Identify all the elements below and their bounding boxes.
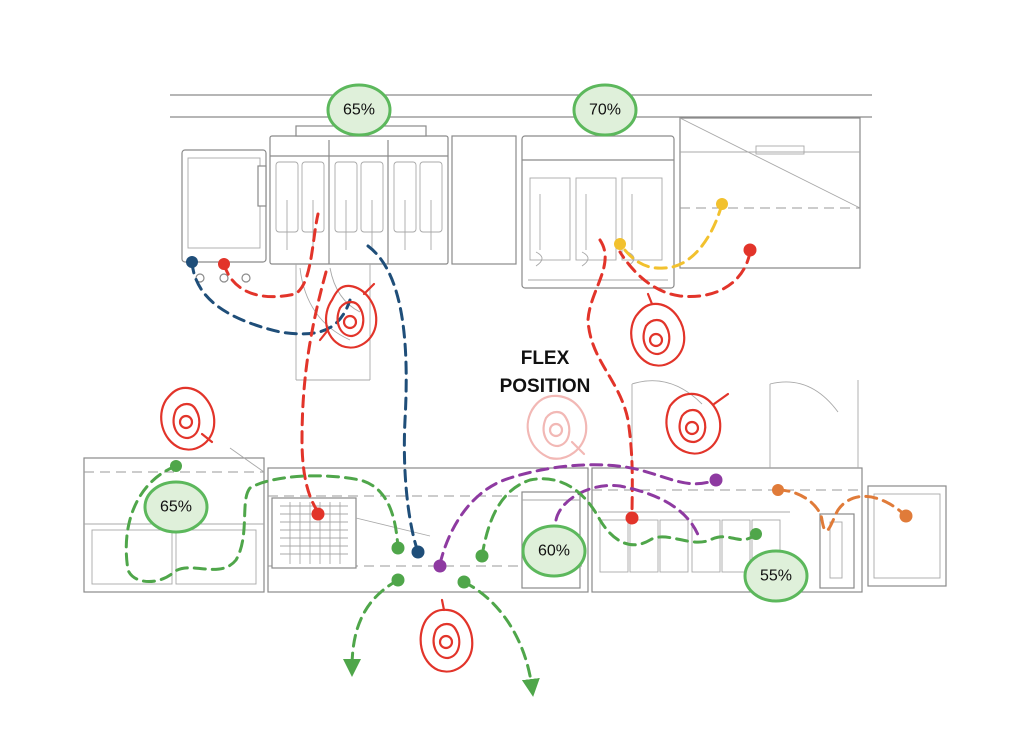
navy-route xyxy=(366,244,420,554)
waypoint-dot-icon xyxy=(311,507,325,521)
green-exit-route xyxy=(343,578,400,677)
capacity-badge: 70% xyxy=(572,83,638,137)
waypoint-dot-icon xyxy=(772,484,784,496)
waypoint-dot-icon xyxy=(709,473,723,487)
green-exit-route xyxy=(462,580,540,697)
hood-unit xyxy=(679,117,861,269)
capacity-value: 65% xyxy=(343,102,375,119)
worker-icon xyxy=(630,292,686,367)
orange-route xyxy=(776,488,908,532)
waypoint-dot-icon xyxy=(411,545,425,559)
capacity-value: 70% xyxy=(589,102,621,119)
worker-icon xyxy=(160,386,216,451)
capacity-badge: 65% xyxy=(143,480,209,534)
waypoint-dot-icon xyxy=(614,238,626,250)
waypoint-dot-icon xyxy=(475,549,489,563)
green-route xyxy=(480,477,758,558)
waypoint-dot-icon xyxy=(899,509,913,523)
red-route xyxy=(222,212,320,299)
flex-worker-icon xyxy=(526,394,588,460)
flex-label-line2: POSITION xyxy=(500,376,591,397)
capacity-value: 55% xyxy=(760,568,792,585)
flex-label-line1: FLEX xyxy=(521,348,570,369)
worker-icon xyxy=(665,392,730,455)
waypoint-dot-icon xyxy=(457,575,471,589)
red-route xyxy=(586,238,634,518)
capacity-value: 65% xyxy=(160,499,192,516)
green-route xyxy=(124,464,400,583)
purple-route xyxy=(438,463,717,566)
waypoint-dot-icon xyxy=(391,573,405,587)
movement-routes xyxy=(124,202,908,697)
capacity-badge: 60% xyxy=(521,524,587,578)
waypoint-dot-icon xyxy=(625,511,639,525)
worker-icon xyxy=(419,598,474,673)
capacity-badges: 65% 70% 65% 60% 55% xyxy=(143,83,809,603)
floor-plan xyxy=(83,94,947,593)
spacer-cabinet xyxy=(451,135,517,265)
waypoint-dot-icon xyxy=(391,541,405,555)
yellow-route xyxy=(618,202,724,270)
navy-route xyxy=(190,260,352,336)
end-cabinet xyxy=(867,485,947,587)
capacity-value: 60% xyxy=(538,543,570,560)
oven-unit xyxy=(521,135,675,289)
fryer-bank xyxy=(269,125,449,381)
freezer-unit xyxy=(181,149,267,283)
waypoint-dot-icon xyxy=(186,256,198,268)
waypoint-dot-icon xyxy=(716,198,728,210)
waypoint-dot-icon xyxy=(433,559,447,573)
waypoints xyxy=(170,198,913,589)
waypoint-dot-icon xyxy=(743,243,757,257)
purple-route xyxy=(554,483,702,542)
flex-position-label: FLEX POSITION xyxy=(500,348,591,397)
red-route xyxy=(618,250,752,299)
waypoint-dot-icon xyxy=(170,460,182,472)
capacity-badge: 65% xyxy=(326,83,392,137)
waypoint-dot-icon xyxy=(218,258,230,270)
workers xyxy=(160,282,730,673)
worker-icon xyxy=(318,282,378,349)
capacity-badge: 55% xyxy=(743,549,809,603)
red-route xyxy=(300,270,328,514)
waypoint-dot-icon xyxy=(750,528,762,540)
